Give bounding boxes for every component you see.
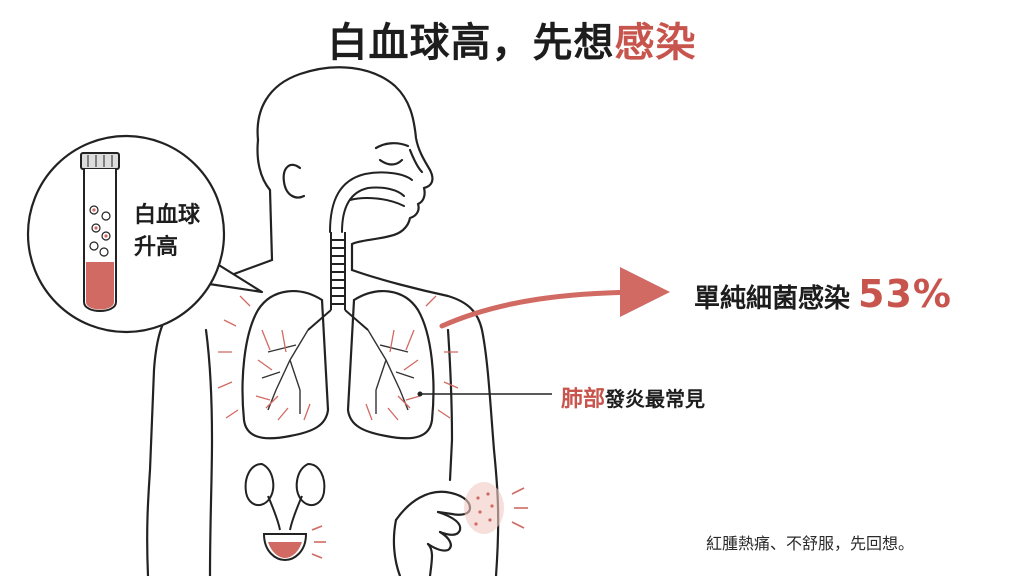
bronchial-tree	[261, 329, 415, 414]
page-title: 白血球高，先想感染	[0, 10, 1024, 68]
urinary-system	[244, 462, 326, 562]
title-accent: 感染	[614, 20, 697, 66]
lung-inflammation	[217, 295, 459, 421]
title-main: 白血球高，先想	[327, 20, 615, 66]
airway	[329, 171, 413, 233]
skin-infection	[464, 482, 528, 534]
lungs	[241, 290, 435, 440]
lung-label-rest: 發炎最常見	[605, 387, 706, 411]
callout-bubble	[26, 134, 264, 334]
test-tube-icon	[80, 152, 120, 312]
tube-callout-line1: 白血球	[134, 203, 201, 228]
arrow-to-stat	[439, 267, 670, 329]
bladder-marks	[311, 525, 326, 559]
tube-callout-line2: 升高	[134, 235, 179, 260]
bladder-urine	[268, 542, 302, 558]
trachea	[307, 232, 369, 331]
lung-label: 肺部發炎最常見	[561, 381, 705, 413]
tube-callout-text: 白血球 升高	[134, 200, 200, 264]
footnote: 紅腫熱痛、不舒服，先回想。	[706, 534, 915, 553]
stat-label: 單純細菌感染	[694, 284, 851, 314]
stat-value: 53%	[858, 272, 952, 316]
lung-label-accent: 肺部	[561, 387, 606, 412]
